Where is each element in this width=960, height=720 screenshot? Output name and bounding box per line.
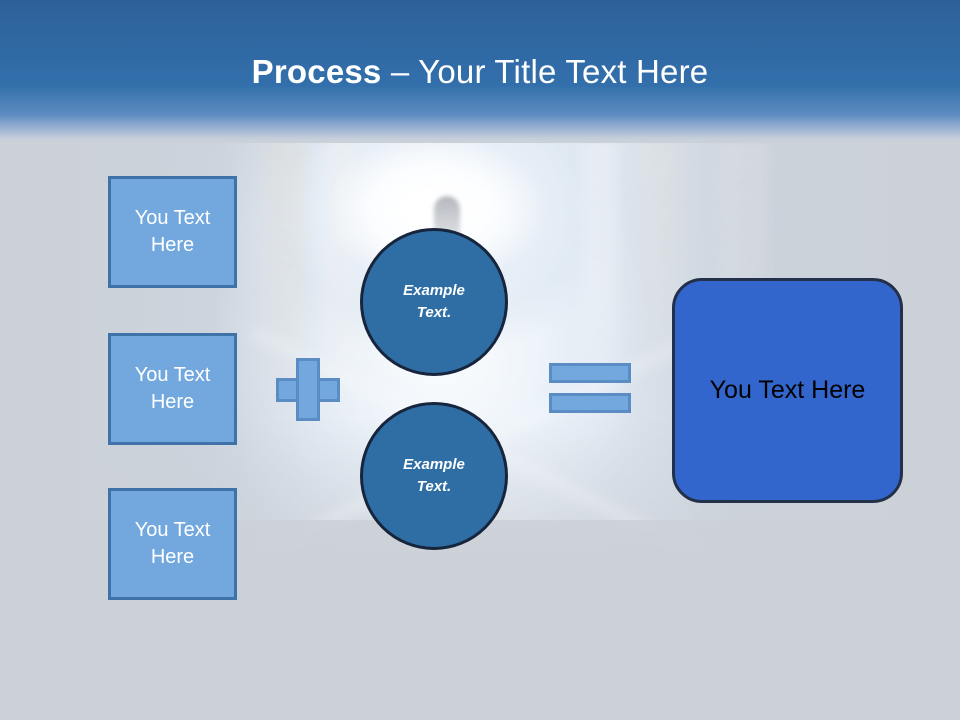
input-box-3[interactable]: You Text Here	[108, 488, 237, 600]
header-band	[0, 0, 960, 143]
equals-icon-top-bar	[549, 363, 631, 383]
input-box-1-label: You Text Here	[134, 207, 211, 256]
example-circle-bottom-line2: Text.	[416, 478, 452, 495]
input-box-1[interactable]: You Text Here	[108, 176, 237, 288]
example-circle-top-line2: Text.	[416, 304, 452, 321]
input-box-2-label: You Text Here	[134, 364, 211, 413]
example-circle-bottom[interactable]: Example Text.	[360, 402, 508, 550]
page-title: Process – Your Title Text Here	[0, 52, 960, 92]
input-box-2[interactable]: You Text Here	[108, 333, 237, 445]
example-circle-bottom-text: Example Text.	[403, 454, 465, 498]
page-title-strong: Process	[251, 53, 382, 90]
equals-icon-bottom-bar	[549, 393, 631, 413]
input-box-3-label: You Text Here	[134, 519, 211, 568]
equals-icon	[549, 363, 631, 413]
example-circle-top-text: Example Text.	[403, 280, 465, 324]
plus-icon	[276, 358, 340, 421]
example-circle-bottom-line1: Example	[403, 456, 465, 473]
result-box[interactable]: You Text Here	[672, 278, 903, 503]
plus-icon-center-fill	[299, 381, 317, 399]
example-circle-top-line1: Example	[403, 282, 465, 299]
page-title-rest: – Your Title Text Here	[381, 53, 709, 90]
example-circle-top[interactable]: Example Text.	[360, 228, 508, 376]
result-box-label: You Text Here	[709, 376, 866, 404]
